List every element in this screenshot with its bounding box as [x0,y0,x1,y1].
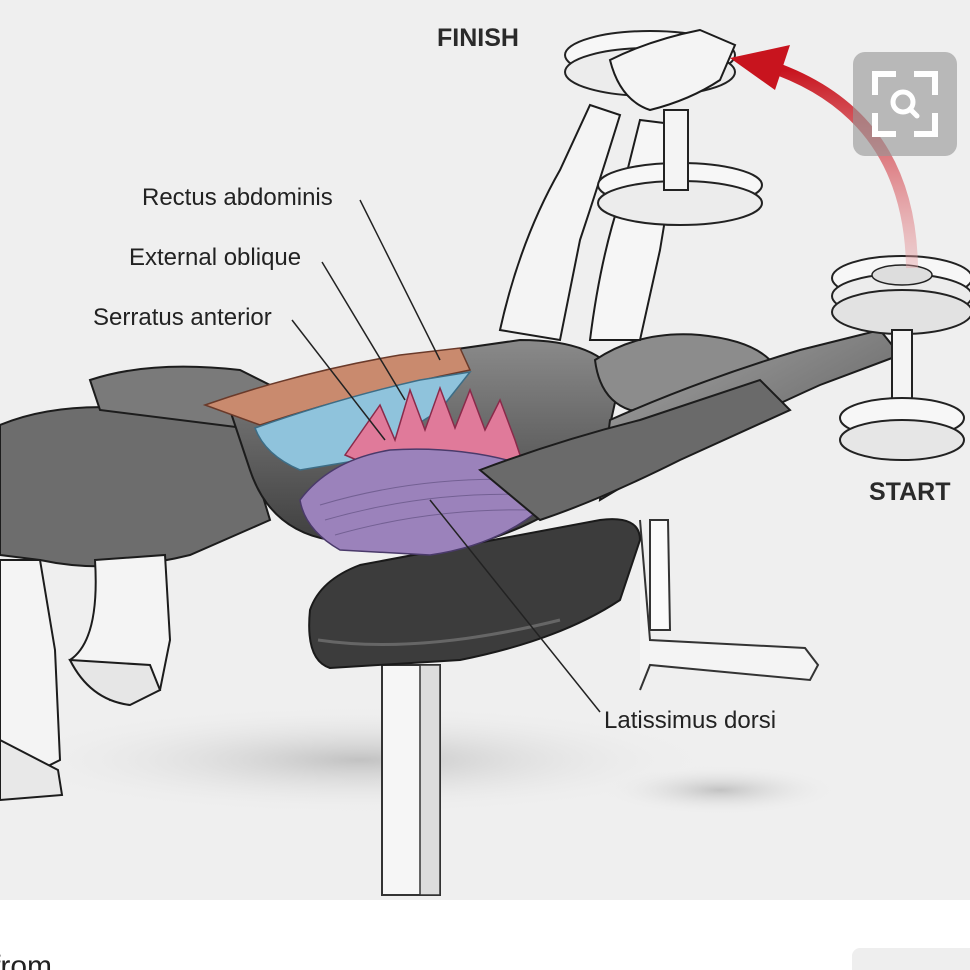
latissimus-dorsi-label: Latissimus dorsi [604,707,777,734]
bench-pad [308,518,642,670]
zoom-search-icon [872,71,938,137]
start-label: START [869,478,951,506]
leader-lines [291,199,601,713]
floor-shadow-right [600,765,840,815]
zoom-button[interactable] [853,52,957,156]
caption-text: from [0,950,52,970]
forearm [478,378,792,522]
start-dumbbell [831,255,970,461]
finish-label: FINISH [437,24,519,52]
arrow-head-icon [730,45,790,90]
action-chip[interactable] [852,948,970,970]
serratus-anterior-label: Serratus anterior [93,304,272,331]
caption-strip: from [0,900,970,970]
external-oblique-label: External oblique [129,244,302,271]
bench [308,518,820,896]
finish-arm-left [498,103,622,342]
external-oblique-muscle [254,370,472,471]
hands [608,28,737,112]
dumbbell-pullover-illustration [0,28,970,896]
legs [0,365,302,802]
floor-shadow [0,705,720,815]
rectus-abdominis-label: Rectus abdominis [142,184,333,211]
